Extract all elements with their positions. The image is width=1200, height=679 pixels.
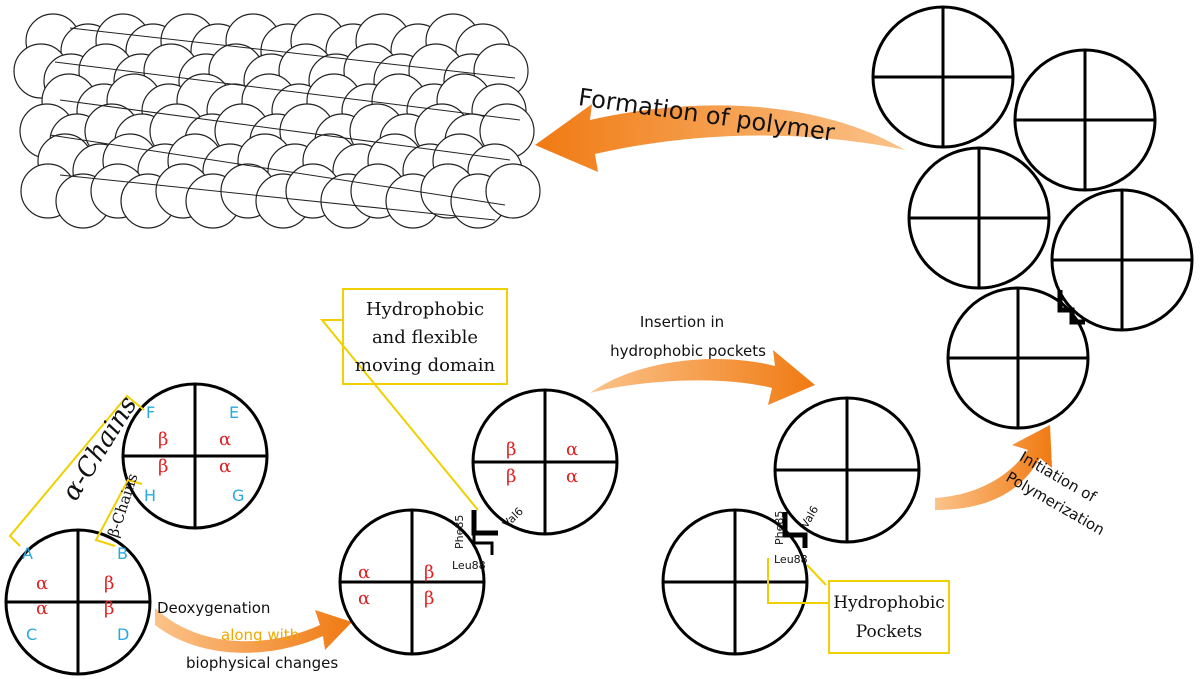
chain-letter-f: F bbox=[146, 403, 155, 422]
leu88-label-mid: Leu88 bbox=[452, 559, 486, 572]
t2-alpha-1: α bbox=[219, 429, 231, 450]
chain-letter-b: B bbox=[117, 544, 128, 563]
t2-alpha-2: α bbox=[219, 456, 231, 477]
val6-protrusion-right bbox=[782, 512, 808, 548]
t2-beta-2: β bbox=[158, 456, 168, 477]
deoxygenation-label: Deoxygenation bbox=[157, 599, 270, 617]
t4-beta-1: β bbox=[506, 439, 516, 460]
formation-arrow bbox=[535, 104, 905, 172]
tetramer-oxy-2 bbox=[121, 382, 269, 530]
hydrophobic-domain-callout: Hydrophobic and flexible moving domain bbox=[319, 288, 508, 511]
insertion-label-1: Insertion in bbox=[640, 313, 724, 331]
initiation-arrow bbox=[935, 425, 1052, 510]
t1-alpha-1: α bbox=[36, 573, 48, 594]
chain-letter-d: D bbox=[117, 625, 129, 644]
tetramer-pocket-upper bbox=[773, 396, 921, 544]
hydrophobic-domain-line-1: Hydrophobic bbox=[366, 299, 484, 320]
t3-alpha-1: α bbox=[358, 562, 370, 583]
polymer-strand bbox=[49, 134, 506, 206]
t4-alpha-2: α bbox=[566, 466, 578, 487]
cluster-tetramer-2 bbox=[1013, 48, 1157, 192]
chain-letter-e: E bbox=[229, 403, 239, 422]
insertion-arrow bbox=[590, 350, 815, 405]
deoxygenation-arrow bbox=[155, 608, 352, 653]
pockets-line-2: Pockets bbox=[856, 622, 922, 642]
cluster-tetramer-1 bbox=[871, 5, 1015, 149]
phe85-label-mid: Phe85 bbox=[453, 515, 466, 549]
phe85-label-right: Phe85 bbox=[773, 511, 786, 545]
t3-beta-2: β bbox=[424, 588, 434, 609]
t1-beta-1: β bbox=[104, 573, 114, 594]
polymer-fiber bbox=[13, 13, 541, 229]
tetramer-pocket-lower bbox=[661, 508, 809, 656]
pocket-mid bbox=[472, 525, 494, 555]
t1-beta-2: β bbox=[104, 598, 114, 619]
t2-beta-1: β bbox=[158, 429, 168, 450]
hydrophobic-pockets-callout: Hydrophobic Pockets bbox=[767, 558, 950, 654]
cluster-tetramer-4 bbox=[1050, 188, 1194, 332]
along-with-label: along with bbox=[221, 626, 299, 644]
beta-chains-callout bbox=[94, 478, 143, 547]
chain-letter-h: H bbox=[144, 486, 156, 505]
tetramer-oxy-1 bbox=[4, 528, 152, 676]
chain-letter-g: G bbox=[232, 486, 244, 505]
cluster-tetramer-5 bbox=[946, 286, 1090, 430]
alpha-chains-callout bbox=[8, 394, 145, 547]
t1-alpha-2: α bbox=[36, 598, 48, 619]
polymer-strand bbox=[59, 99, 511, 161]
insertion-label-2: hydrophobic pockets bbox=[610, 342, 766, 360]
chain-letter-c: C bbox=[26, 625, 37, 644]
t4-alpha-1: α bbox=[566, 439, 578, 460]
tetramer-deoxy-upper bbox=[471, 388, 619, 536]
t3-alpha-2: α bbox=[358, 588, 370, 609]
cluster-tetramer-3 bbox=[907, 146, 1051, 290]
leu88-label-right: Leu88 bbox=[774, 553, 808, 566]
polymer-bead bbox=[485, 163, 541, 219]
polymer-strand bbox=[54, 61, 521, 121]
t4-beta-2: β bbox=[506, 466, 516, 487]
polymer-strand bbox=[59, 174, 496, 221]
polymer-strand bbox=[69, 27, 516, 79]
tetramer-deoxy-lower bbox=[338, 508, 486, 656]
tetramer-cluster bbox=[871, 5, 1194, 430]
hydrophobic-domain-line-2: and flexible bbox=[372, 327, 478, 348]
hydrophobic-domain-line-3: moving domain bbox=[355, 355, 496, 376]
pockets-line-1: Hydrophobic bbox=[833, 593, 945, 613]
biophysical-label: biophysical changes bbox=[186, 654, 338, 672]
chain-letter-a: A bbox=[22, 544, 33, 563]
beta-chains-label: β-Chains bbox=[104, 471, 142, 539]
t3-beta-1: β bbox=[424, 562, 434, 583]
